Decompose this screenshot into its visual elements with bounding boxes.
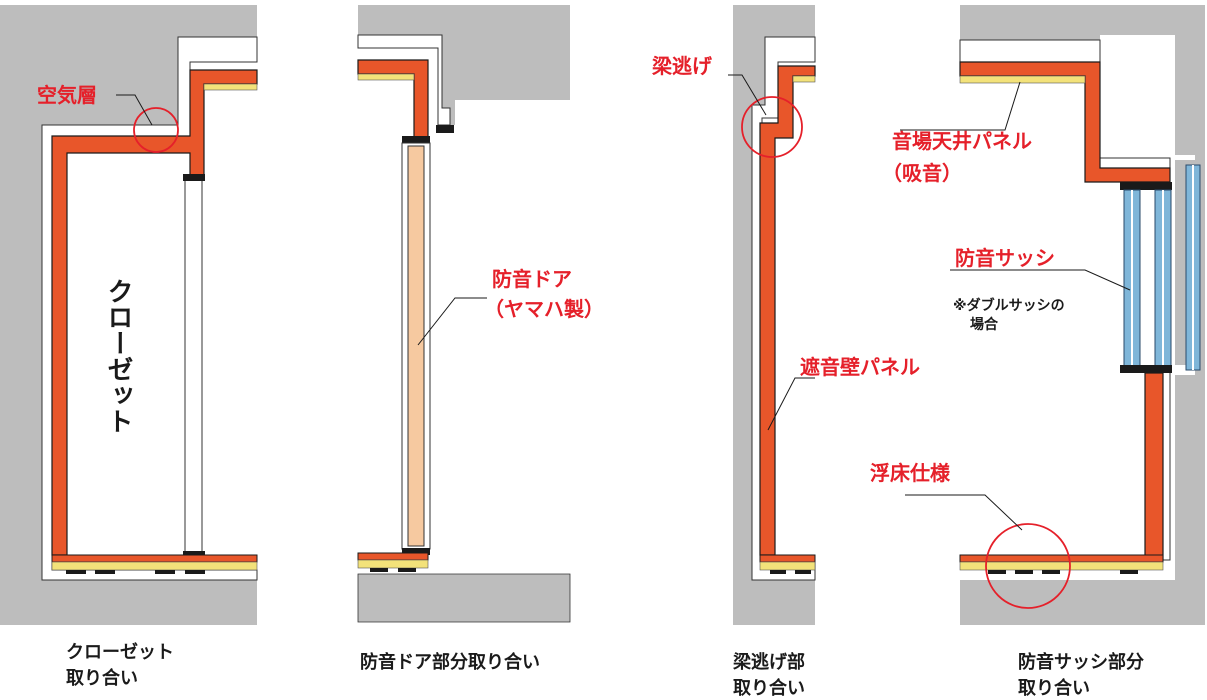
sash-head-cap [1120, 182, 1172, 190]
sash-floor-mounts [988, 570, 1138, 574]
wall-panel-leader [767, 377, 815, 431]
sash-floor-panel [959, 554, 1164, 563]
door-floor-panel [357, 552, 429, 561]
beam-ceiling-insulation [792, 75, 816, 83]
closet-wall-panel [51, 69, 258, 556]
caption-door: 防音ドア部分取り合い [360, 651, 540, 673]
ceiling-sub-label: （吸音） [882, 161, 962, 185]
beam-wall-panel [759, 65, 816, 556]
sash-floor-insulation [959, 561, 1164, 571]
door-floor-insulation [357, 559, 429, 569]
sash-sill-cap [1120, 365, 1172, 373]
beam-floor-panel [759, 554, 816, 563]
caption-sash-line2: 取り合い [1018, 677, 1090, 699]
door-detail: 防音ドア （ヤマハ製） [357, 5, 604, 623]
ceiling-label: 音場天井パネル [892, 129, 1032, 153]
sash-note-line1: ※ダブルサッシの [953, 297, 1065, 314]
door-ceiling-insulation [357, 73, 415, 81]
closet-detail: 空気層 クローゼット [0, 5, 258, 625]
door-head-cap [402, 136, 430, 143]
caption-beam-line2: 取り合い [733, 677, 805, 699]
door-floor-mounts [370, 568, 416, 572]
beam-floor-insulation [759, 561, 816, 571]
closet-floor-panel [51, 554, 258, 563]
air-layer-label: 空気層 [37, 83, 97, 107]
closet-ceiling-insulation [203, 83, 258, 91]
closet-label: クローゼット [103, 278, 133, 434]
door-sill-cap [402, 548, 430, 555]
sash-concrete [960, 5, 1205, 625]
sash-wall-panel [1144, 372, 1164, 561]
beam-concrete [733, 5, 815, 625]
beam-leader [728, 74, 767, 116]
wall-panel-label: 遮音壁パネル [800, 355, 920, 379]
beam-callout-circle [741, 96, 803, 158]
caption-closet-line2: 取り合い [66, 667, 138, 689]
sash-frames [1123, 164, 1201, 371]
door-label: 防音ドア [492, 267, 572, 291]
sash-label: 防音サッシ [955, 246, 1055, 270]
air-layer-callout-circle [133, 107, 179, 153]
closet-jamb [184, 177, 203, 555]
floor-leader [905, 494, 1023, 531]
door-leader [417, 297, 487, 346]
floor-label: 浮床仕様 [870, 461, 951, 485]
sash-detail: 浮床仕様 音場天井パネル （吸音） 防音サッシ ※ダブルサッシの 場合 [870, 5, 1205, 625]
ceiling-leader [900, 81, 1021, 131]
sash-note-line2: 場合 [970, 316, 999, 333]
door-wall-panel [357, 59, 429, 139]
closet-floor-insulation [51, 561, 258, 571]
caption-beam-line1: 梁逃げ部 [732, 651, 805, 673]
closet-floor-mounts [66, 570, 205, 574]
caption-closet-line1: クローゼット [66, 641, 174, 663]
beam-floor-mounts [770, 570, 811, 574]
beam-detail: 梁逃げ 遮音壁パネル [651, 5, 920, 625]
air-layer-leader [116, 94, 153, 126]
door-stop [436, 125, 454, 133]
closet-concrete [0, 5, 257, 625]
door-leaf [407, 145, 425, 547]
door-concrete-floor [357, 573, 571, 623]
door-maker-label: （ヤマハ製） [484, 297, 604, 321]
caption-sash-line1: 防音サッシ部分 [1018, 651, 1144, 673]
sash-leader [950, 269, 1131, 291]
closet-jamb-cap [183, 174, 205, 181]
sash-ceiling-insulation [959, 75, 1086, 84]
floor-callout-circle [985, 523, 1071, 609]
beam-label: 梁逃げ [651, 54, 713, 78]
